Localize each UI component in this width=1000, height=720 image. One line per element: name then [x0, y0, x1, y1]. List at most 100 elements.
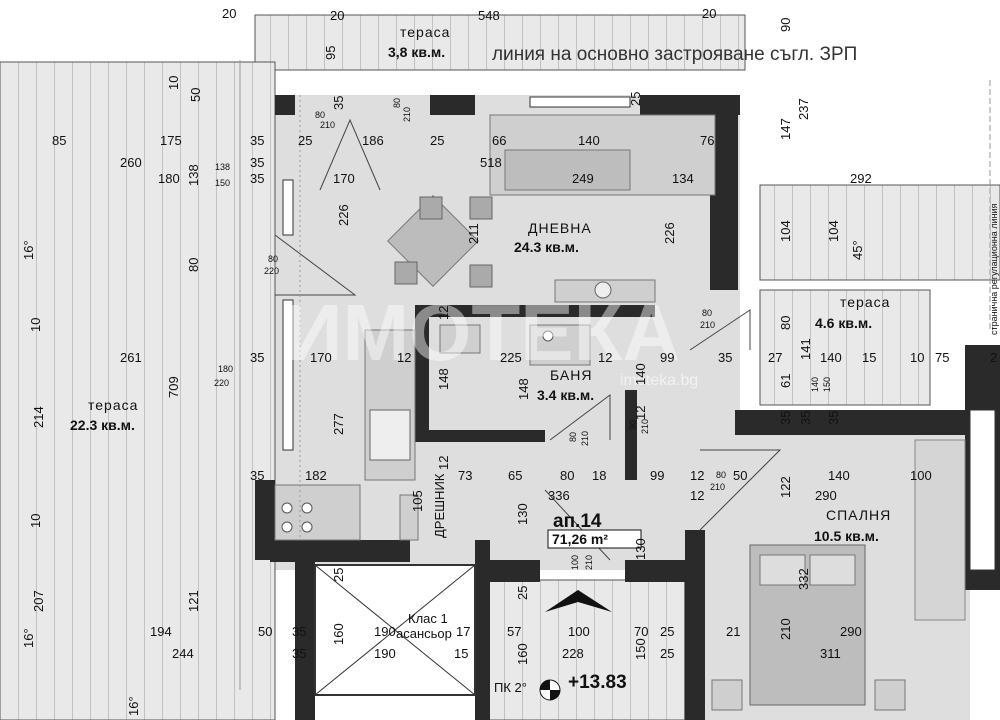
dimension-label: 180	[158, 171, 180, 186]
dimension-label: 15	[454, 646, 468, 661]
dimension-label: 18	[592, 468, 606, 483]
dimension-label: 190	[374, 646, 396, 661]
dimension-label: 16°	[126, 696, 141, 716]
east-roof	[759, 184, 1000, 281]
dimension-label: 12	[598, 350, 612, 365]
room-name-west-terrace: тераса	[88, 397, 138, 413]
dimension-label: 65	[508, 468, 522, 483]
dimension-label: 90	[778, 18, 793, 32]
dimension-label: 35	[718, 350, 732, 365]
elevator-label: асансьор	[396, 626, 452, 641]
dimension-label: 80	[315, 110, 325, 120]
dimension-label: 226	[662, 222, 677, 244]
dimension-label: 220	[264, 266, 279, 276]
dimension-label: 210	[580, 431, 590, 446]
dimension-label: 100	[570, 555, 580, 570]
dimension-label: 180	[218, 364, 233, 374]
dimension-label: 138	[215, 162, 230, 172]
dimension-label: 27	[768, 350, 782, 365]
dimension-label: 70	[634, 624, 648, 639]
dimension-label: 548	[478, 8, 500, 23]
dimension-label: 12	[633, 406, 648, 420]
dimension-label: 35	[250, 155, 264, 170]
dimension-label: 130	[515, 503, 530, 525]
dimension-label: 140	[578, 133, 600, 148]
dimension-label: 10	[28, 318, 43, 332]
dimension-label: 35	[250, 171, 264, 186]
dimension-label: 104	[826, 220, 841, 242]
dimension-label: 150	[633, 638, 648, 660]
dimension-label: 228	[562, 646, 584, 661]
dimension-label: 207	[31, 590, 46, 612]
dimension-label: 25	[430, 133, 444, 148]
dimension-label: 104	[778, 220, 793, 242]
dimension-label: 261	[120, 350, 142, 365]
dimension-label: 225	[500, 350, 522, 365]
room-area-bedroom: 10.5 кв.м.	[814, 528, 879, 544]
dimension-label: 21	[726, 624, 740, 639]
dimension-label: 709	[166, 376, 181, 398]
dimension-label: 210	[700, 320, 715, 330]
side-line-note: странична регулационна линия	[989, 203, 999, 335]
dimension-label: 25	[515, 586, 530, 600]
dimension-label: 160	[515, 643, 530, 665]
room-name-living: ДНЕВНА	[528, 220, 592, 236]
dimension-label: 148	[436, 368, 451, 390]
apartment-id: ап.14	[553, 511, 602, 532]
dimension-label: 15	[862, 350, 876, 365]
dimension-label: 80	[268, 254, 278, 264]
dimension-label: 73	[458, 468, 472, 483]
dimension-label: 134	[672, 171, 694, 186]
dimension-label: 140	[633, 363, 648, 385]
dimension-label: 194	[150, 624, 172, 639]
dimension-label: 25	[660, 624, 674, 639]
dimension-label: 122	[778, 476, 793, 498]
dimension-label: 190	[374, 624, 396, 639]
dimension-label: 50	[188, 88, 203, 102]
dimension-label: 80	[392, 98, 402, 108]
dimension-label: 332	[796, 568, 811, 590]
dimension-label: 99	[660, 350, 674, 365]
dimension-label: 99	[650, 468, 664, 483]
dimension-label: 35	[292, 646, 306, 661]
dimension-label: 210	[640, 419, 650, 434]
dimension-label: 182	[305, 468, 327, 483]
dimension-label: 186	[362, 133, 384, 148]
room-area-top-terrace: 3,8 кв.м.	[388, 44, 445, 60]
dimension-label: 50	[733, 468, 747, 483]
dimension-label: 12	[397, 350, 411, 365]
watermark-site: imoteka.bg	[620, 372, 698, 389]
dimension-label: 2	[990, 350, 997, 365]
dimension-label: 17	[456, 624, 470, 639]
dimension-label: 311	[820, 646, 841, 661]
apartment-area: 71,26 m²	[552, 531, 608, 547]
dimension-label: 25	[660, 646, 674, 661]
dimension-label: 121	[186, 590, 201, 612]
dimension-label: 12	[436, 306, 451, 320]
dimension-label: 35	[331, 96, 346, 110]
windows	[282, 96, 996, 571]
dimension-label: 160	[331, 623, 346, 645]
dimension-label: 210	[402, 107, 412, 122]
dimension-label: 25	[331, 568, 346, 582]
dimension-label: 20	[330, 8, 344, 23]
dimension-label: 249	[572, 171, 594, 186]
dimension-label: 210	[320, 120, 335, 130]
dimension-label: 220	[214, 378, 229, 388]
dimension-label: 35	[250, 133, 264, 148]
dimension-label: 35	[250, 350, 264, 365]
elevator-class: Клас 1	[408, 611, 448, 626]
dimension-label: 80	[560, 468, 574, 483]
dimension-label: 16°	[21, 628, 36, 648]
east-terrace	[759, 289, 931, 406]
watermark-logo: ИМОТЕКА	[285, 288, 680, 377]
dimension-label: 138	[186, 164, 201, 186]
dimension-label: 75	[935, 350, 949, 365]
dimension-label: 12	[436, 456, 451, 470]
dimension-label: 76	[700, 133, 714, 148]
west-terrace	[0, 61, 276, 720]
dimension-label: 12	[690, 468, 704, 483]
room-name-bedroom: СПАЛНЯ	[826, 507, 891, 523]
dimension-label: 35	[826, 411, 841, 425]
